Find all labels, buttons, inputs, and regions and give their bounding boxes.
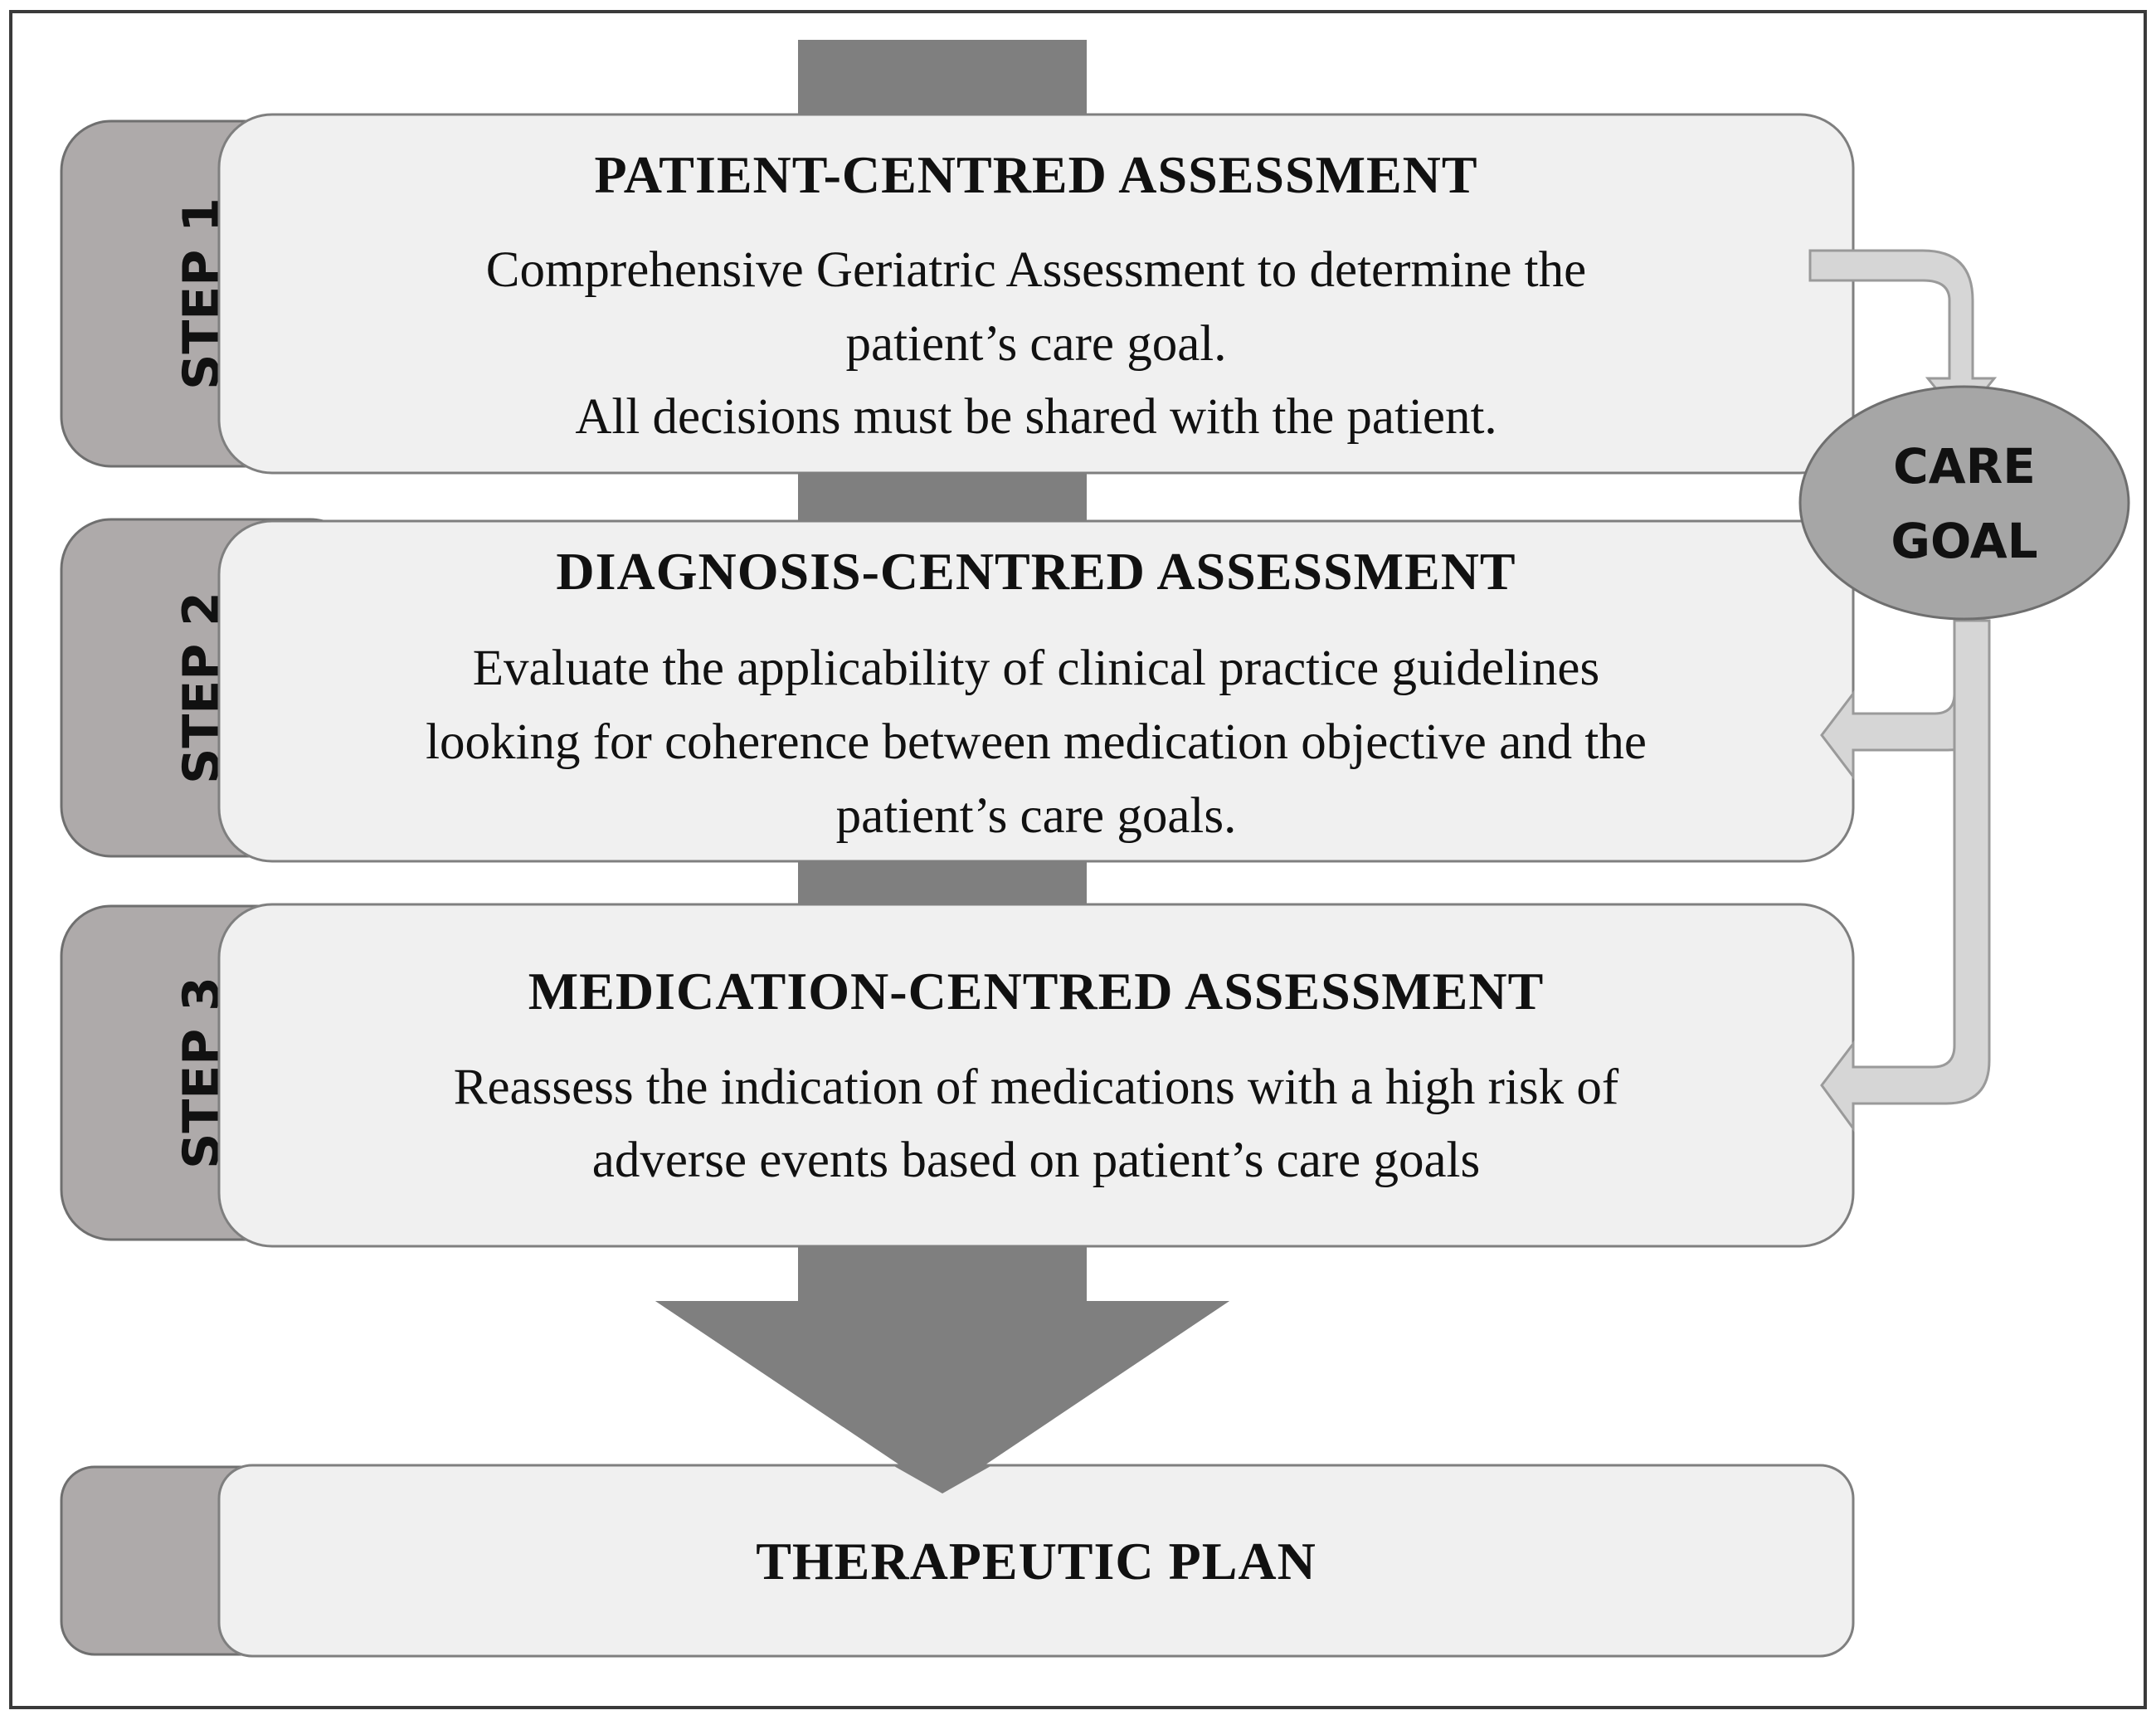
step-2-line-1: Evaluate the applicability of clinical p… — [473, 641, 1599, 696]
central-trunk-arrow-head-overlay — [655, 1301, 1229, 1493]
step-2-line-3: patient’s care goals. — [836, 788, 1237, 844]
central-trunk-arrow-tip — [893, 1465, 992, 1493]
step-1-block: STEP 1 PATIENT-CENTRED ASSESSMENT Compre… — [60, 113, 1855, 475]
step-3-line-2: adverse events based on patient’s care g… — [592, 1133, 1480, 1188]
therapeutic-plan-title: THERAPEUTIC PLAN — [756, 1532, 1316, 1591]
step-1-line-1: Comprehensive Geriatric Assessment to de… — [486, 242, 1586, 298]
step-2-line-2: looking for coherence between medication… — [426, 714, 1647, 770]
step-2-block: STEP 2 DIAGNOSIS-CENTRED ASSESSMENT Eval… — [60, 518, 1855, 863]
step-3-block: STEP 3 MEDICATION-CENTRED ASSESSMENT Rea… — [60, 903, 1855, 1248]
care-goal-to-step-3-arrow — [1820, 619, 1991, 1133]
step-1-line-2: patient’s care goal. — [846, 316, 1227, 372]
step-1-box — [217, 113, 1855, 475]
step-1-title: PATIENT-CENTRED ASSESSMENT — [594, 145, 1477, 204]
step-2-title: DIAGNOSIS-CENTRED ASSESSMENT — [556, 542, 1516, 601]
therapeutic-plan-box — [217, 1464, 1855, 1658]
step-1-to-care-goal-arrow — [1808, 249, 1998, 422]
step-3-line-1: Reassess the indication of medications w… — [454, 1060, 1619, 1115]
care-goal-label-line-2: GOAL — [1891, 513, 2037, 569]
step-2-box — [217, 519, 1855, 863]
therapeutic-plan-block: THERAPEUTIC PLAN — [60, 1464, 1855, 1658]
care-goal-label-line-1: CARE — [1893, 438, 2036, 495]
step-3-title: MEDICATION-CENTRED ASSESSMENT — [528, 962, 1545, 1021]
care-goal-node: CARE GOAL — [1798, 385, 2130, 621]
step-1-line-3: All decisions must be shared with the pa… — [575, 389, 1497, 445]
care-goal-ellipse — [1798, 385, 2130, 621]
